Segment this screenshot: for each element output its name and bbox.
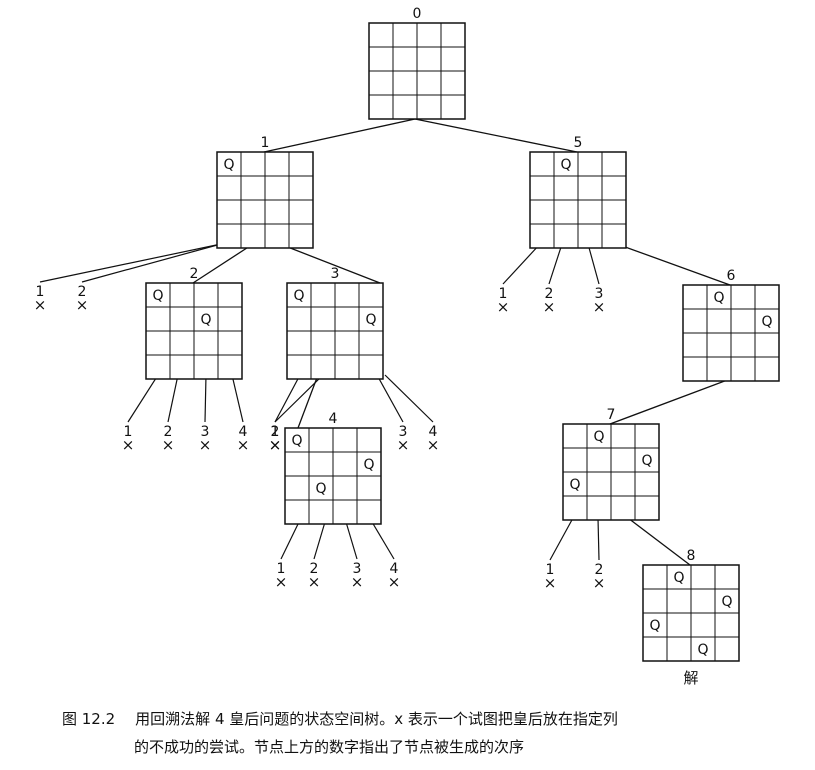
queen-marker: Q (291, 433, 302, 449)
fail-mark: × (593, 574, 606, 592)
node-order-label: 8 (687, 548, 696, 564)
failed-attempt-label: 2 (164, 424, 173, 440)
queen-marker: Q (365, 312, 376, 328)
queen-marker: Q (721, 594, 732, 610)
tree-edge-0-1 (263, 118, 416, 153)
failed-attempt-line (81, 243, 222, 283)
failed-attempt-label: 3 (595, 286, 604, 302)
tree-edge-1-3 (279, 243, 381, 284)
failed-attempt-label: 4 (429, 424, 438, 440)
figure-caption-line-1: 图 12.2 用回溯法解 4 皇后问题的状态空间树。x 表示一个试图把皇后放在指定… (62, 708, 618, 729)
queen-marker: Q (673, 570, 684, 586)
node-order-label: 2 (190, 266, 199, 282)
fail-mark: × (275, 573, 288, 591)
fail-mark: × (593, 298, 606, 316)
fail-mark: × (76, 296, 89, 314)
failed-attempt-label: 1 (499, 286, 508, 302)
fail-mark: × (351, 573, 364, 591)
failed-attempt-line (384, 374, 434, 423)
failed-attempt-label: 3 (201, 424, 210, 440)
failed-attempt-line (548, 243, 563, 285)
solution-label: 解 (683, 669, 698, 687)
queen-marker: Q (761, 314, 772, 330)
queen-marker: Q (569, 477, 580, 493)
tree-edge-5-6 (616, 243, 731, 286)
failed-attempt-line (39, 243, 222, 283)
fail-mark: × (122, 436, 135, 454)
failed-attempt-label: 4 (239, 424, 248, 440)
fail-mark: × (199, 436, 212, 454)
queen-marker: Q (641, 453, 652, 469)
failed-attempt-line (231, 374, 244, 423)
fail-mark: × (237, 436, 250, 454)
failed-attempt-line (127, 374, 159, 423)
tree-edge-0-5 (414, 118, 578, 153)
node-order-label: 0 (413, 6, 422, 22)
failed-attempt-label: 1 (271, 424, 280, 440)
fail-mark: × (269, 436, 282, 454)
failed-attempt-label: 3 (399, 424, 408, 440)
queen-marker: Q (363, 457, 374, 473)
queen-marker: Q (697, 642, 708, 658)
failed-attempt-line (204, 374, 207, 423)
tree-edge-1-2 (192, 243, 254, 284)
queen-marker: Q (315, 481, 326, 497)
failed-attempt-label: 1 (546, 562, 555, 578)
queen-marker: Q (200, 312, 211, 328)
queen-marker: Q (560, 157, 571, 173)
failed-attempt-label: 2 (310, 561, 319, 577)
figure-caption-line-2: 的不成功的尝试。节点上方的数字指出了节点被生成的次序 (134, 736, 524, 757)
failed-attempt-label: 2 (78, 284, 87, 300)
node-order-label: 3 (331, 266, 340, 282)
fail-mark: × (397, 436, 410, 454)
failed-attempt-label: 2 (545, 286, 554, 302)
queen-marker: Q (152, 288, 163, 304)
failed-attempt-line (376, 374, 404, 423)
node-order-label: 1 (261, 135, 270, 151)
failed-attempt-line (274, 374, 324, 423)
failed-attempt-label: 4 (390, 561, 399, 577)
fail-mark: × (34, 296, 47, 314)
failed-attempt-line (587, 243, 600, 285)
failed-attempt-label: 2 (271, 424, 280, 440)
failed-attempt-label: 1 (36, 284, 45, 300)
tree-edge-7-8 (627, 517, 691, 566)
fail-mark: × (497, 298, 510, 316)
failed-attempt-line (280, 521, 300, 560)
fail-mark: × (427, 436, 440, 454)
failed-attempt-label: 1 (277, 561, 286, 577)
failed-attempt-label: 2 (595, 562, 604, 578)
failed-attempt-line (371, 521, 395, 560)
failed-attempt-line (597, 517, 600, 561)
tree-edge-6-7 (609, 378, 731, 425)
failed-attempt-line (549, 517, 574, 561)
fail-mark: × (388, 573, 401, 591)
failed-attempt-line (167, 374, 179, 423)
queen-marker: Q (293, 288, 304, 304)
fail-mark: × (308, 573, 321, 591)
fail-mark: × (162, 436, 175, 454)
node-order-label: 5 (574, 135, 583, 151)
caption-text-2: 的不成功的尝试。节点上方的数字指出了节点被生成的次序 (134, 738, 525, 756)
failed-attempt-line (313, 521, 326, 560)
fail-mark: × (544, 574, 557, 592)
failed-attempt-line (345, 521, 358, 560)
caption-text-1: 用回溯法解 4 皇后问题的状态空间树。x 表示一个试图把皇后放在指定列 (135, 710, 618, 728)
fail-mark: × (269, 436, 282, 454)
failed-attempt-label: 1 (124, 424, 133, 440)
failed-attempt-line (274, 374, 301, 423)
queen-marker: Q (223, 157, 234, 173)
queen-marker: Q (713, 290, 724, 306)
failed-attempt-line (502, 243, 541, 285)
failed-attempt-label: 3 (353, 561, 362, 577)
node-order-label: 4 (329, 411, 338, 427)
node-order-label: 7 (607, 407, 616, 423)
queen-marker: Q (593, 429, 604, 445)
figure-number: 图 12.2 (62, 710, 116, 728)
queen-marker: Q (649, 618, 660, 634)
fail-mark: × (543, 298, 556, 316)
node-order-label: 6 (727, 268, 736, 284)
